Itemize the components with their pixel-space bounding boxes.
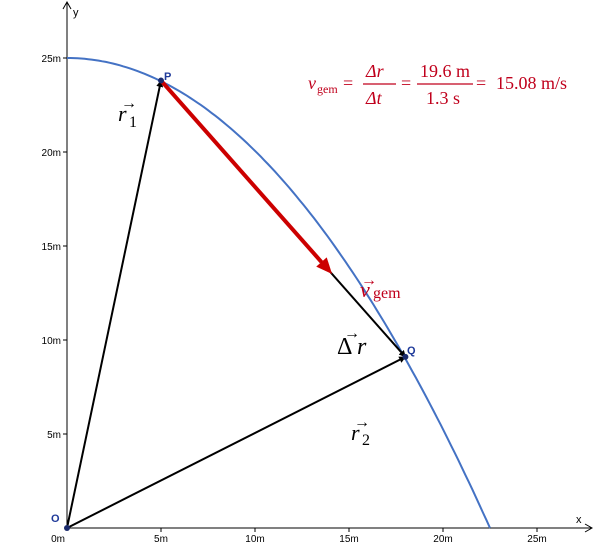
x-tick-label: 0m (51, 534, 65, 545)
point-label-p: P (164, 71, 171, 83)
trajectory-curve (67, 57, 491, 529)
formula-equals-3: = (476, 73, 486, 93)
axes: x y 0m 5m 10m 15m 20m 25m 5m 10m 15m 20m 25m (42, 0, 593, 545)
formula-result: 15.08 m/s (496, 73, 567, 93)
label-v-gem-subscript: gem (373, 285, 401, 302)
label-delta-r-delta: Δ (337, 334, 352, 360)
vector-v-gem (159, 79, 323, 264)
label-r2: → r 2 (351, 414, 370, 449)
label-delta-r: → Δ r (337, 325, 367, 360)
label-delta-r-arrow-icon: → (344, 325, 360, 342)
label-delta-r-symbol: r (357, 334, 367, 360)
vector-r1 (66, 79, 164, 529)
label-r2-subscript: 2 (362, 432, 370, 449)
vector-r2 (66, 356, 407, 529)
point-q (402, 353, 409, 360)
y-tick-label: 5m (47, 430, 61, 441)
point-label-o: O (51, 513, 60, 525)
formula-fraction2-denominator: 1.3 s (426, 88, 460, 108)
y-tick-label: 10m (42, 336, 61, 347)
y-axis-arrow-icon (62, 0, 72, 10)
label-r1-arrow-icon: → (121, 95, 137, 112)
y-tick-label: 15m (42, 242, 61, 253)
y-axis-name: y (73, 7, 79, 19)
point-p (158, 77, 164, 84)
x-tick-label: 15m (339, 534, 358, 545)
formula-equals-1: = (343, 73, 353, 93)
label-r1: → r 1 (118, 95, 137, 131)
vector-v-gem-arrowhead-icon (316, 257, 333, 275)
formula-fraction2-numerator: 19.6 m (420, 61, 470, 81)
formula-equals-2: = (401, 73, 411, 93)
x-tick-label: 25m (527, 534, 546, 545)
y-tick-label: 25m (42, 54, 61, 65)
label-v-gem-symbol: v (360, 277, 370, 302)
x-tick-label: 5m (154, 534, 168, 545)
label-r2-symbol: r (351, 420, 360, 445)
label-r2-arrow-icon: → (354, 414, 370, 431)
y-ticks: 5m 10m 15m 20m 25m (42, 54, 67, 441)
x-tick-label: 10m (245, 534, 264, 545)
label-v-gem-arrow-icon: → (361, 272, 377, 289)
point-o (64, 525, 70, 531)
x-axis-name: x (576, 514, 582, 526)
formula-lhs-subscript: gem (317, 82, 338, 96)
label-r1-symbol: r (118, 101, 127, 126)
formula-fraction1-denominator: Δt (365, 88, 383, 108)
label-r1-subscript: 1 (129, 114, 137, 131)
x-ticks: 0m 5m 10m 15m 20m 25m (51, 528, 547, 545)
x-tick-label: 20m (433, 534, 452, 545)
formula-lhs: v (308, 73, 316, 93)
label-v-gem: → v gem (360, 272, 401, 302)
y-tick-label: 20m (42, 148, 61, 159)
point-label-q: Q (407, 345, 416, 357)
formula-fraction1-numerator: Δr (365, 61, 385, 81)
average-velocity-formula: v gem = Δr Δt = 19.6 m 1.3 s = 15.08 m/s (308, 61, 567, 108)
x-axis-arrow-icon (584, 523, 593, 533)
